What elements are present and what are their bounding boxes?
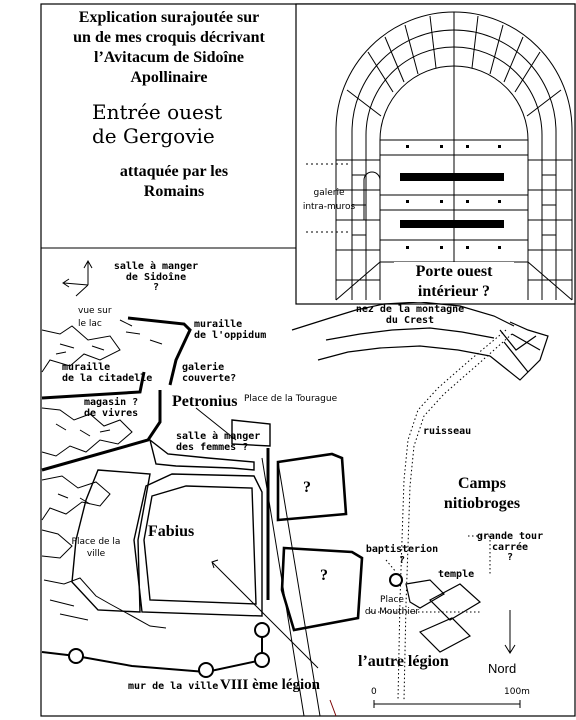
label-temple: temple xyxy=(438,569,475,580)
door-nails xyxy=(406,145,501,249)
subtitle-line: de Gergovie xyxy=(92,124,215,148)
label-line: couverte? xyxy=(182,372,237,384)
gate-gallery-line: galerie xyxy=(313,188,345,198)
label-citadel-wall: muraille de la citadelle xyxy=(62,362,153,384)
label-line: ville xyxy=(86,549,106,559)
temple-buildings xyxy=(389,573,482,653)
scale-bar xyxy=(373,700,521,708)
label-north: Nord xyxy=(488,661,517,676)
pointer-lines xyxy=(370,535,491,613)
attack-line: Romains xyxy=(143,183,205,200)
label-line: ? xyxy=(506,552,514,563)
label-line: galerie xyxy=(182,362,225,373)
rocky-ground xyxy=(41,319,167,629)
label-fabius: Fabius xyxy=(148,523,195,540)
label-line: carrée xyxy=(491,541,529,553)
scale-label-100m: 100m xyxy=(504,687,530,697)
label-mountain-nose: nez de la montagne du Crest xyxy=(340,304,480,326)
label-other-legion: l’autre légion xyxy=(358,653,449,670)
gate-caption-line: intérieur ? xyxy=(417,283,491,300)
label-dining-sidoine: salle à manger de Sidoîne ? xyxy=(108,261,204,294)
label-lake: vue sur le lac xyxy=(78,305,112,331)
label-line: grande tour xyxy=(476,531,544,542)
label-unknown-2: ? xyxy=(320,567,328,584)
label-nitiobroges-camps: Camps nitiobroges xyxy=(426,474,538,514)
gate-gallery-line: intra-muros xyxy=(302,202,356,212)
label-great-tower: grande tour carrée ? xyxy=(470,531,550,564)
label-baptistery: baptisterion ? xyxy=(362,544,442,566)
label-petronius: Petronius xyxy=(172,393,238,410)
label-line: des femmes ? xyxy=(176,441,249,453)
page-title: Explication surajoutée sur un de mes cro… xyxy=(46,8,292,88)
label-unknown-1: ? xyxy=(303,479,311,496)
title-line: Explication surajoutée sur xyxy=(78,9,260,26)
label-mouthier-square: Place du Mouthier xyxy=(364,594,420,618)
label-line: Place xyxy=(380,595,404,605)
attack-arrows xyxy=(195,407,337,717)
compass-icon xyxy=(62,259,93,297)
door-iron-bands xyxy=(400,173,504,228)
label-line: muraille xyxy=(62,362,111,373)
walls xyxy=(41,316,270,600)
attack-line: attaquée par les xyxy=(119,163,229,180)
label-line: de Sidoîne xyxy=(125,271,187,283)
label-line: de vivres xyxy=(84,407,139,419)
label-line: vue sur xyxy=(78,306,112,316)
city-wall xyxy=(41,622,270,678)
label-covered-gallery: galerie couverte? xyxy=(182,362,237,384)
subtitle: Entrée ouest de Gergovie xyxy=(92,100,222,148)
gate-drawing xyxy=(306,11,573,301)
north-arrow-icon xyxy=(504,610,516,654)
gate-caption: Porte ouest intérieur ? xyxy=(394,262,514,302)
gate-gallery-label: galerie intra-muros xyxy=(298,186,360,214)
label-women-dining: salle à manger des femmes ? xyxy=(176,431,261,453)
label-line: ? xyxy=(398,554,406,566)
subtitle-line: Entrée ouest xyxy=(92,100,223,124)
label-city-wall: mur de la ville xyxy=(128,681,219,692)
label-stream: ruisseau xyxy=(423,426,472,437)
scale-label-zero: 0 xyxy=(371,687,377,697)
label-line: nitiobroges xyxy=(443,495,521,512)
label-line: muraille xyxy=(194,319,243,330)
label-line: Camps xyxy=(457,475,506,492)
label-line: de la citadelle xyxy=(62,372,153,384)
label-line: du Crest xyxy=(385,314,435,326)
label-line: du Mouthier xyxy=(364,607,420,617)
city-blocks xyxy=(71,419,364,632)
attack-caption: attaquée par les Romains xyxy=(104,162,244,202)
label-line: magasin ? xyxy=(84,397,139,408)
label-line: baptisterion xyxy=(365,544,439,555)
label-oppidum-wall: muraille de l'oppidum xyxy=(194,319,267,341)
label-line: le lac xyxy=(78,319,102,329)
label-line: ? xyxy=(152,282,160,293)
title-line: l’Avitacum de Sidoîne xyxy=(94,49,244,66)
label-tourague-square: Place de la Tourague xyxy=(244,394,338,404)
label-line: salle à manger xyxy=(113,261,199,272)
label-legion-viii: VIII ème légion xyxy=(220,677,320,693)
title-line: un de mes croquis décrivant xyxy=(73,29,265,46)
title-line: Apollinaire xyxy=(130,69,208,86)
mountain-contours xyxy=(291,301,549,381)
label-line: salle à manger xyxy=(176,431,261,442)
label-line: nez de la montagne xyxy=(355,304,465,315)
gate-caption-line: Porte ouest xyxy=(415,263,493,280)
label-line: de l'oppidum xyxy=(194,329,267,341)
stream xyxy=(397,329,513,701)
label-city-square: Place de la ville xyxy=(66,536,126,560)
label-line: Place de la xyxy=(71,537,121,547)
label-storehouse: magasin ? de vivres xyxy=(84,397,139,419)
